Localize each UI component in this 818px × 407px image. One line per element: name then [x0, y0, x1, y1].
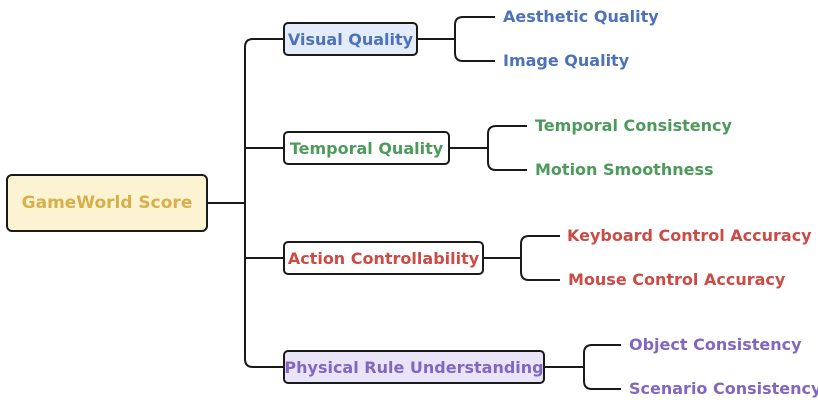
leaf-motion-smoothness: Motion Smoothness — [535, 160, 714, 179]
leaf-image-quality: Image Quality — [503, 51, 630, 70]
category-action-controllability: Action Controllability — [283, 241, 484, 275]
root-node: GameWorld Score — [6, 174, 208, 232]
leaf-scenario-consistency: Scenario Consistency — [629, 379, 818, 398]
leaf-object-consistency: Object Consistency — [629, 335, 802, 354]
category-physical-rule-understanding: Physical Rule Understanding — [283, 350, 545, 384]
trunk-connector — [244, 38, 283, 368]
category-visual-quality: Visual Quality — [283, 22, 418, 56]
leaf-keyboard-control-accuracy: Keyboard Control Accuracy — [567, 226, 812, 245]
leaf-mouse-control-accuracy: Mouse Control Accuracy — [568, 270, 786, 289]
leaf-aesthetic-quality: Aesthetic Quality — [503, 7, 659, 26]
leaf-temporal-consistency: Temporal Consistency — [535, 116, 732, 135]
category-temporal-quality: Temporal Quality — [283, 131, 450, 165]
